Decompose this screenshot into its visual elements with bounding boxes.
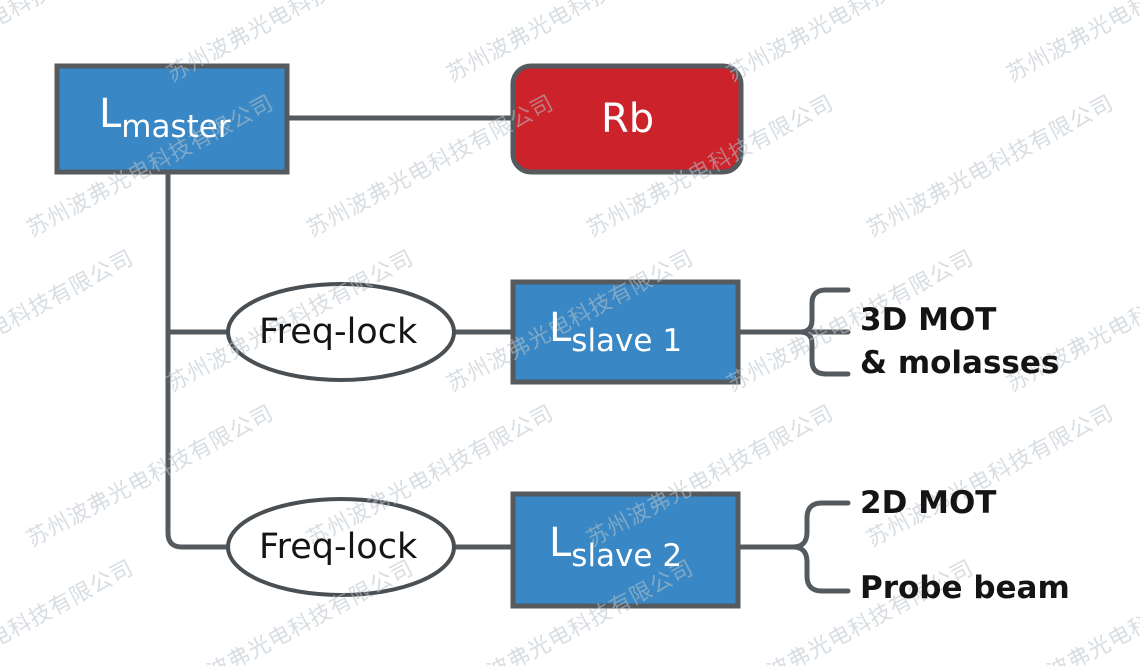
node-slave1-sub: slave 1	[571, 323, 683, 359]
node-reference-box[interactable]	[510, 63, 744, 175]
node-master-sub: master	[121, 109, 231, 145]
output-label-3d-mot: 3D MOT	[860, 302, 997, 338]
brace-icon	[790, 500, 851, 550]
brace-icon	[797, 287, 851, 335]
node-master-label: Lmaster	[99, 91, 231, 143]
node-slave2-label: Lslave 2	[549, 520, 682, 572]
output-brace-slave1	[797, 287, 851, 377]
node-slave2-base: L	[549, 520, 572, 566]
connector-lines	[165, 115, 800, 550]
connector-master-trunk	[165, 172, 228, 550]
node-master-box[interactable]	[54, 63, 290, 175]
node-freqlock2-ellipse[interactable]	[226, 497, 456, 597]
output-label-probe-beam: Probe beam	[860, 570, 1070, 606]
node-reference-label: Rb	[601, 96, 655, 142]
node-slave1-base: L	[549, 305, 572, 351]
node-slave1-label: Lslave 1	[549, 305, 682, 357]
output-label-molasses: & molasses	[860, 345, 1060, 381]
node-slave2-box[interactable]	[510, 491, 741, 609]
node-freqlock2-label: Freq-lock	[259, 527, 418, 567]
node-freqlock1-label: Freq-lock	[259, 312, 418, 352]
brace-icon	[797, 329, 851, 377]
node-slave2-sub: slave 2	[571, 538, 683, 574]
output-brace-slave2	[790, 500, 851, 594]
brace-icon	[790, 544, 851, 594]
node-slave1-box[interactable]	[510, 279, 741, 385]
node-freqlock1-ellipse[interactable]	[226, 282, 456, 382]
node-master-base: L	[99, 91, 122, 137]
output-label-2d-mot: 2D MOT	[860, 485, 997, 521]
